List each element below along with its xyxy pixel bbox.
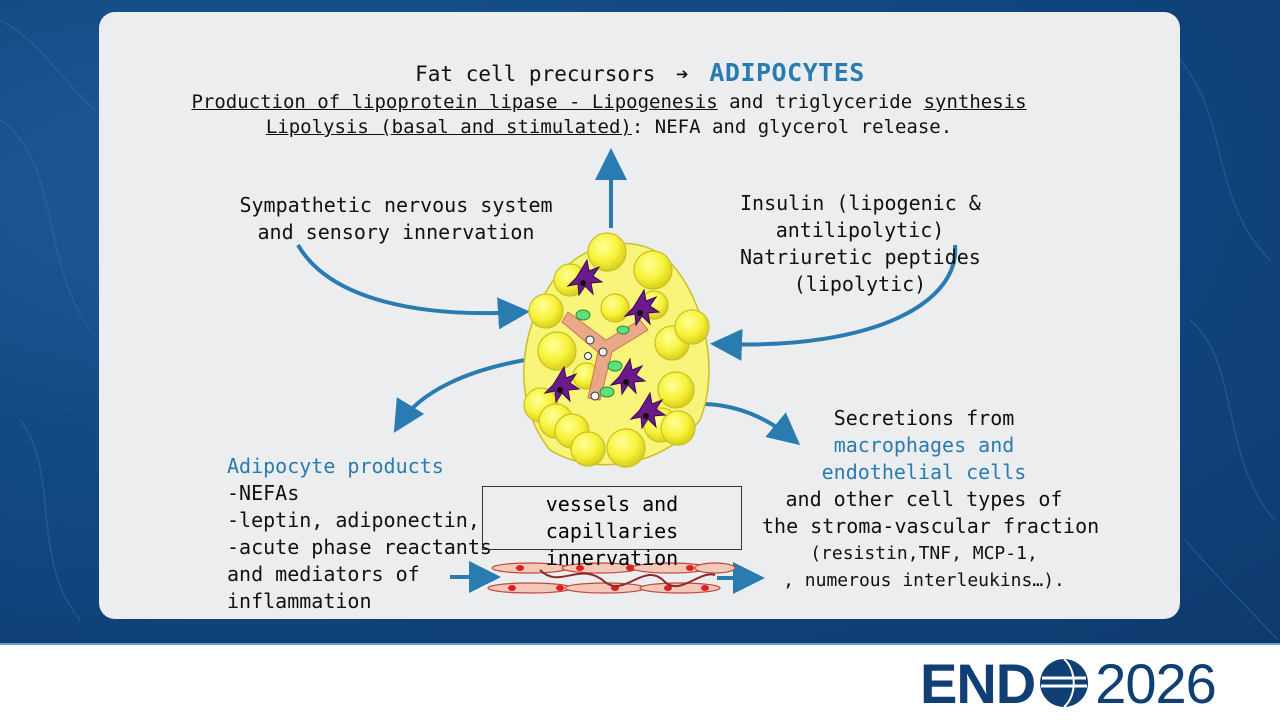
hormone-label: Insulin (lipogenic & antilipolytic) Natr… <box>740 190 981 298</box>
secretions-line-1: Secretions from <box>833 406 1015 430</box>
background-texture <box>0 19 1279 641</box>
flow-arrows <box>296 148 958 594</box>
secretions-rest-line: , numerous interleukins…). <box>783 570 1065 591</box>
globe-icon <box>1040 658 1089 708</box>
vessels-line-2: innervation <box>545 546 679 570</box>
title-line2-c: synthesis <box>923 91 1027 113</box>
title-line-1: Fat cell precursors ➔ ADIPOCYTES <box>0 58 1280 87</box>
arrow-products <box>393 358 526 433</box>
arrow-insulin <box>710 244 958 361</box>
secretions-rest-line: the stroma-vascular fraction <box>762 514 1100 538</box>
secretions-highlight-1: macrophages and <box>833 433 1015 457</box>
title-line2-b: and triglyceride <box>717 91 924 113</box>
product-item: inflammation <box>227 589 372 613</box>
product-item: -leptin, adiponectin, <box>227 508 480 532</box>
arrow-sympathetic <box>296 243 530 330</box>
logo-year: 2026 <box>1095 651 1217 715</box>
sympathetic-label: Sympathetic nervous system and sensory i… <box>236 192 556 246</box>
title-highlight: ADIPOCYTES <box>709 58 865 87</box>
adipose-cluster <box>523 232 710 468</box>
vessels-line-1: vessels and capillaries <box>545 492 679 543</box>
endo-logo: END 2026 <box>920 651 1217 715</box>
hormone-line-2: antilipolytic) <box>775 218 945 242</box>
secretions-rest-line: and other cell types of <box>785 487 1063 511</box>
title-line3-b: : NEFA and glycerol release. <box>631 116 953 138</box>
title-line3-a: Lipolysis (basal and stimulated) <box>265 116 632 138</box>
product-item: and mediators of <box>227 562 420 586</box>
vessel-illustration <box>487 562 736 594</box>
sympathetic-line-1: Sympathetic nervous system <box>239 193 553 217</box>
secretions-highlight-2: endothelial cells <box>821 460 1027 484</box>
title-line2-a: Production of lipoprotein lipase - Lipog… <box>191 91 718 113</box>
secretions-label: Secretions from macrophages and endothel… <box>762 405 1100 594</box>
adipocyte-products: Adipocyte products -NEFAs -leptin, adipo… <box>227 453 492 615</box>
secretions-rest-line: (resistin,TNF, MCP-1, <box>810 543 1038 564</box>
title-line-2: Production of lipoprotein lipase - Lipog… <box>0 89 1218 116</box>
product-item: -NEFAs <box>227 481 300 505</box>
vessels-box: vessels and capillaries innervation <box>482 486 742 570</box>
hormone-line-4: (lipolytic) <box>793 272 927 296</box>
logo-main-text: END <box>920 651 1036 715</box>
title-line-3: Lipolysis (basal and stimulated): NEFA a… <box>0 114 1218 141</box>
arrow-secretions <box>703 402 801 446</box>
adipocyte-products-heading: Adipocyte products <box>227 454 444 478</box>
diagram-graphics <box>296 148 958 594</box>
title-arrow: ➔ <box>676 62 689 86</box>
hormone-line-3: Natriuretic peptides <box>740 245 981 269</box>
title-prefix: Fat cell precursors <box>415 62 656 86</box>
hormone-line-1: Insulin (lipogenic & <box>740 191 981 215</box>
product-item: -acute phase reactants <box>227 535 492 559</box>
sympathetic-line-2: and sensory innervation <box>257 220 535 244</box>
